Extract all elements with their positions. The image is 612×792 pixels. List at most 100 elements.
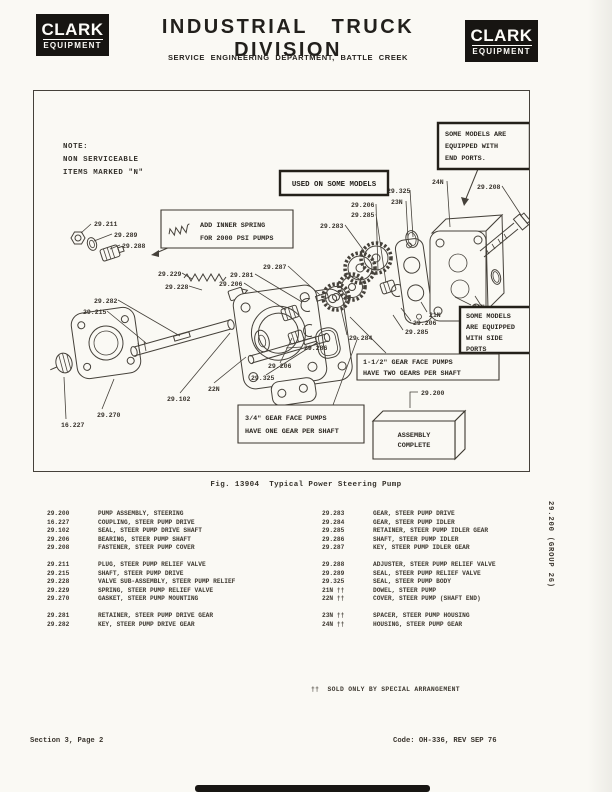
part-description: KEY, STEER PUMP DRIVE GEAR [98, 620, 195, 628]
part-number: 29.102 [47, 527, 70, 535]
part-description: COUPLING, STEER PUMP DRIVE [98, 518, 195, 526]
part-description: HOUSING, STEER PUMP GEAR [373, 620, 463, 628]
idler-shaft-drawing [247, 333, 330, 365]
page-subtitle: SERVICE ENGINEERING DEPARTMENT, BATTLE C… [167, 53, 409, 62]
part-description: PUMP ASSEMBLY, STEERING [98, 510, 184, 517]
clark-logo-text: CLARK [41, 19, 104, 39]
part-description: SEAL, STEER PUMP BODY [373, 578, 451, 586]
part-label: 29.283 [320, 223, 344, 230]
part-number: 24N †† [322, 620, 345, 628]
part-number: 29.229 [47, 586, 70, 594]
bearing-retainer-cluster-drawing [281, 293, 342, 360]
part-label: 29.284 [349, 335, 373, 342]
callout-text: 3/4" GEAR FACE PUMPS [245, 415, 327, 423]
part-number: 29.228 [47, 578, 70, 586]
clark-logo-subtext: EQUIPMENT [43, 40, 102, 50]
part-description: SHAFT, STEER PUMP IDLER [373, 535, 459, 543]
part-number: 29.208 [47, 544, 70, 552]
logo-divider [471, 44, 532, 46]
part-labels: 29.211 29.289 29.288 29.229 29.228 29.28… [61, 179, 501, 429]
mounting-gasket-drawing [70, 306, 143, 380]
part-description: SEAL, STEER PUMP DRIVE SHAFT [98, 527, 202, 535]
parts-group: 29.211 PLUG, STEER PUMP RELIEF VALVE 29.2… [47, 561, 297, 604]
part-label: 29.325 [251, 375, 275, 382]
callout-end-ports: SOME MODELS ARE EQUIPPED WITH END PORTS. [438, 123, 529, 169]
part-label: 29.206 [351, 202, 375, 209]
part-number: 29.284 [322, 518, 345, 526]
parts-group: 29.283 GEAR, STEER PUMP DRIVE 29.284 GEAR,… [322, 510, 544, 553]
part-label: 29.229 [158, 271, 182, 278]
part-description: GEAR, STEER PUMP DRIVE [373, 510, 455, 517]
cover-bolt-drawing [480, 211, 529, 257]
part-label: 21N [429, 312, 441, 319]
part-label: 29.286 [304, 345, 328, 352]
part-description: KEY, STEER PUMP IDLER GEAR [373, 544, 470, 552]
part-number: 29.206 [47, 535, 70, 543]
part-number: 23N †† [322, 611, 345, 619]
dagger-footnote: †† SOLD ONLY BY SPECIAL ARRANGEMENT [311, 686, 460, 693]
footer-code-revision: Code: OH-336, REV SEP 76 [393, 737, 497, 745]
part-label: 29.102 [167, 396, 191, 403]
coupling-drawing [47, 351, 74, 376]
part-number: 29.285 [322, 527, 345, 535]
footer-section-page: Section 3, Page 2 [30, 737, 104, 745]
parts-row: 24N †† HOUSING, STEER PUMP GEAR [322, 621, 544, 630]
logo-divider [42, 38, 103, 40]
part-label: 29.206 [219, 281, 243, 288]
part-number: 29.211 [47, 560, 70, 568]
clark-logo-left: CLARK EQUIPMENT [36, 14, 109, 56]
callout-text: FOR 2000 PSI PUMPS [200, 235, 273, 243]
idler-bearing-drawing [380, 280, 400, 297]
callout-text: END PORTS. [445, 155, 486, 163]
note-line: NON SERVICEABLE [63, 156, 139, 164]
part-label: 29.208 [477, 184, 501, 191]
clark-logo-text: CLARK [470, 25, 533, 45]
part-description: COVER, STEER PUMP (SHAFT END) [373, 595, 481, 603]
part-description: ADJUSTER, STEER PUMP RELIEF VALVE [373, 560, 496, 568]
part-number: 16.227 [47, 518, 70, 526]
callout-text: ADD INNER SPRING [200, 222, 265, 230]
parts-row: 29.283 GEAR, STEER PUMP DRIVE [322, 510, 544, 519]
callout-arrows [151, 169, 478, 257]
part-description: VALVE SUB-ASSEMBLY, STEER PUMP RELIEF [98, 578, 236, 586]
part-description: FASTENER, STEER PUMP COVER [98, 544, 195, 552]
part-label: 29.287 [263, 264, 287, 271]
part-label: 29.285 [405, 329, 429, 336]
drive-shaft-drawing [130, 319, 236, 357]
part-label: 29.288 [122, 243, 146, 250]
part-label: 29.200 [421, 390, 445, 397]
non-serviceable-note: NOTE: NON SERVICEABLE ITEMS MARKED "N" [63, 143, 143, 177]
part-label: 16.227 [61, 422, 85, 429]
part-label: 29.206 [268, 363, 292, 370]
part-label: 29.206 [413, 320, 437, 327]
exploded-diagram-frame: NOTE: NON SERVICEABLE ITEMS MARKED "N" [33, 90, 530, 472]
part-number: 29.282 [47, 620, 70, 628]
part-label: 29.289 [114, 232, 138, 239]
figure-caption: Fig. 13904 Typical Power Steering Pump [210, 481, 402, 489]
drive-gear-cluster-drawing [345, 243, 391, 283]
callout-text: USED ON SOME MODELS [292, 181, 377, 189]
parts-row: 21N ††DOWEL, STEER PUMP [322, 587, 544, 596]
group-index-vertical-label: 29.200 (GROUP 26) [546, 501, 554, 588]
relief-valve-plug-drawing [71, 232, 125, 261]
part-number: 29.283 [322, 510, 345, 517]
part-number: 21N †† [322, 586, 345, 594]
callout-text: HAVE TWO GEARS PER SHAFT [363, 370, 461, 378]
parts-row: 29.211 PLUG, STEER PUMP RELIEF VALVE [47, 561, 297, 570]
note-line: NOTE: [63, 143, 88, 151]
part-label: 29.270 [97, 412, 121, 419]
part-description: PLUG, STEER PUMP RELIEF VALVE [98, 560, 206, 568]
callout-text: HAVE ONE GEAR PER SHAFT [245, 428, 339, 436]
